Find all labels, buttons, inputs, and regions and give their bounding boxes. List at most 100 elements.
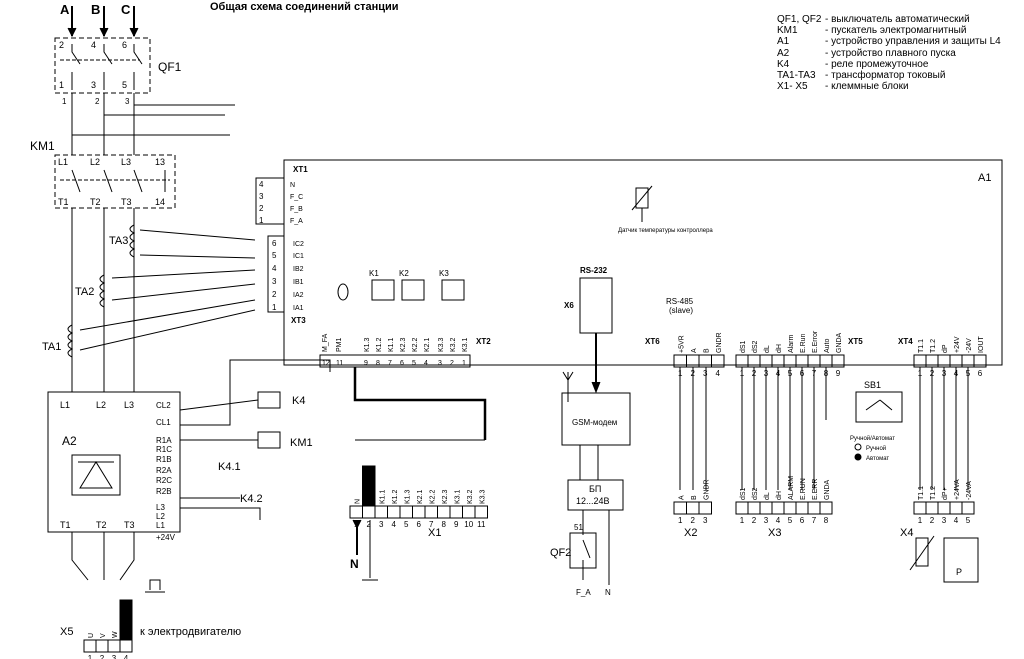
terminal-label: K1.3 [404,489,411,504]
km1-label: KM1 [30,139,55,153]
legend-key: X1- X5 [777,81,808,93]
terminal-cell [474,505,488,519]
terminal-cell [937,501,951,515]
terminal-label: IC1 [293,253,304,260]
terminal-index: 1 [88,654,93,659]
terminal-label: dP+ [942,487,949,500]
terminal-num: 8 [376,360,380,367]
terminal-label: E.ERR [812,479,819,500]
terminal-cell [831,354,845,368]
terminal-num: 9 [364,360,368,367]
terminal-index: 3 [764,516,769,525]
terminal-label: dS2 [752,487,759,500]
main-lines: 1 2 3 [62,93,235,392]
terminal-label: A [678,495,685,500]
terminal-cell [95,639,109,653]
sb1-label: SB1 [864,380,881,390]
terminal-index: 7 [429,520,434,529]
legend-desc: - выключатель автоматический [825,14,970,25]
terminal-index: 1 [678,369,683,378]
x2-label: X2 [684,527,697,539]
rs485-label: RS-485 [666,297,694,306]
qf1-label: QF1 [158,60,182,74]
legend-key: K4 [777,58,790,70]
terminal-cell [119,639,133,653]
terminal-label: -24V [966,338,973,353]
sb1-switch: SB1 Ручной/Автомат Ручной Автомат [850,380,903,462]
xt3-label: XT3 [291,316,306,325]
terminal-label: +24VA [954,479,961,500]
qf2-label: QF2 [550,547,571,559]
terminal-num: 6 [272,239,277,248]
terminal-num: 2 [259,204,264,213]
terminal-label: IC2 [293,241,304,248]
terminal-label: K2.3 [400,337,407,352]
x6-rs232: RS-232 X6 [564,266,613,394]
terminal-num: 3 [272,277,277,286]
xt6-label: XT6 [645,337,660,346]
ta3-label: TA3 [109,235,128,247]
svg-text:T2: T2 [96,520,107,530]
phase-b-label: B [91,2,100,17]
a2-terminal-label: L3 [156,503,165,512]
terminal-label: IA2 [293,292,304,299]
svg-text:L2: L2 [96,400,106,410]
terminal-index: 5 [404,520,409,529]
terminal-cell [349,505,363,519]
auto-indicator-icon [854,453,862,461]
legend-desc: - трансформатор токовый [825,70,946,82]
terminal-label: PM1 [336,338,343,353]
terminal-index: 5 [966,516,971,525]
terminal-cell [449,505,463,519]
svg-text:T1: T1 [58,197,69,207]
terminal-cell [362,505,376,519]
terminal-label: ALARM [788,476,795,500]
x1-label: X1 [428,527,441,539]
svg-text:1: 1 [59,80,64,90]
terminal-num: 1 [272,303,277,312]
terminal-cell [387,505,401,519]
terminal-num: 2 [450,360,454,367]
xt2-terminals: M_FA12PM111K1.39K1.28K1.17K2.36K2.25K2.1… [319,333,471,368]
svg-text:L3: L3 [121,157,131,167]
terminal-cell [462,505,476,519]
legend: QF1, QF2- выключатель автоматический KM1… [777,14,1001,92]
terminal-index: 6 [978,369,983,378]
terminal-label: dH [776,344,783,353]
terminal-label: N [354,499,361,504]
terminal-label: T1.2 [930,486,937,500]
terminal-label: A [691,348,698,353]
x6-label: X6 [564,301,574,310]
terminal-num: 2 [272,290,277,299]
terminal-label: K3.3 [479,489,486,504]
terminal-label: Alarm [788,335,795,353]
terminal-index: 5 [788,516,793,525]
svg-text:T3: T3 [124,520,135,530]
terminal-num: 11 [336,360,343,367]
legend-desc: - пускатель электромагнитный [825,25,967,37]
svg-text:2: 2 [59,40,64,50]
terminal-cell [673,501,687,515]
svg-text:13: 13 [155,157,165,167]
svg-text:6: 6 [122,40,127,50]
qf2-breaker: QF2 F_A N [550,532,611,597]
terminal-label: K3.1 [454,489,461,504]
terminal-index: 7 [812,516,817,525]
terminal-label: IB1 [293,279,304,286]
rs485-sub: (slave) [669,306,693,315]
a2-terminal-label: +24V [156,533,176,542]
svg-text:L1: L1 [60,400,70,410]
motor-label: к электродвигателю [140,626,241,638]
terminal-cell [412,505,426,519]
svg-text:3: 3 [91,80,96,90]
terminal-cell [374,505,388,519]
arrow-icon [129,27,139,38]
terminal-label: dS2 [752,340,759,353]
terminal-index: 4 [954,516,959,525]
motor-output [71,532,165,593]
terminal-index: 9 [836,369,841,378]
